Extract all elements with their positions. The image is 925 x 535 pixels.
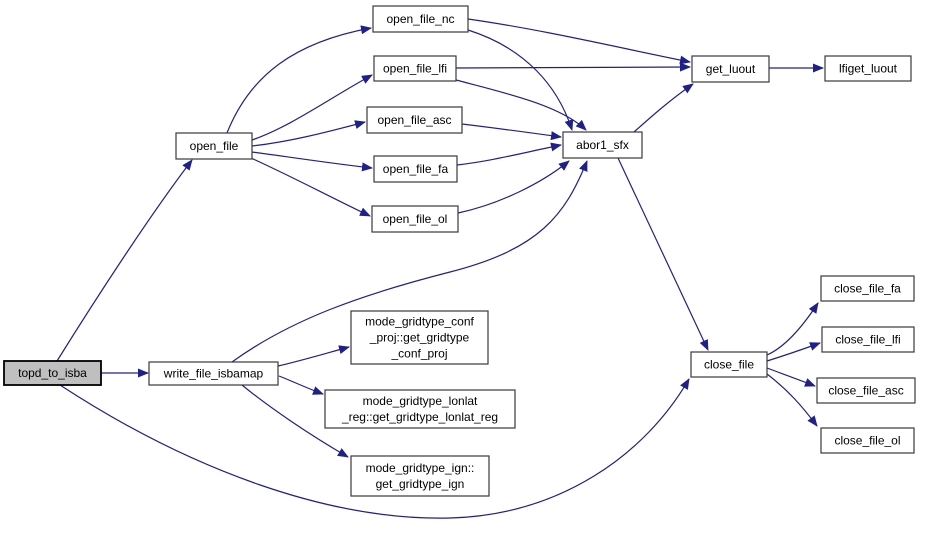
- edge-abor1_sfx--close_file: [617, 157, 709, 351]
- edge-abor1_sfx--get_luout: [633, 83, 694, 133]
- node-open_file_fa[interactable]: open_file_fa: [373, 155, 458, 183]
- node-label-mode_gridtype_conf_proj_get_gridtype_conf_proj-line1: mode_gridtype_conf: [365, 315, 474, 329]
- node-box-write_file_isbamap: [148, 361, 279, 386]
- node-open_file_lfi[interactable]: open_file_lfi: [373, 55, 457, 82]
- edge-open_file_fa--abor1_sfx: [456, 142, 562, 166]
- node-box-close_file_asc: [816, 377, 916, 404]
- node-label-open_file: open_file: [190, 139, 239, 153]
- node-label-close_file_ol: close_file_ol: [834, 434, 900, 448]
- node-box-abor1_sfx: [562, 131, 643, 159]
- edge-close_file--close_file_ol: [766, 373, 818, 427]
- node-box-open_file_ol: [371, 205, 459, 233]
- node-close_file_ol[interactable]: close_file_ol: [820, 427, 915, 454]
- node-box-mode_gridtype_ign_get_gridtype_ign: [350, 455, 490, 497]
- node-close_file_lfi[interactable]: close_file_lfi: [821, 326, 915, 353]
- node-box-close_file_ol: [820, 427, 915, 454]
- edge-open_file_lfi--get_luout: [455, 62, 691, 72]
- node-label-mode_gridtype_conf_proj_get_gridtype_conf_proj-line3: _conf_proj: [390, 347, 447, 361]
- node-box-open_file_lfi: [373, 55, 457, 82]
- node-label-mode_gridtype_ign_get_gridtype_ign-line1: mode_gridtype_ign::: [366, 461, 475, 475]
- node-box-close_file: [690, 351, 768, 378]
- edge-close_file--close_file_asc: [766, 367, 816, 387]
- node-lfiget_luout[interactable]: lfiget_luout: [824, 55, 912, 82]
- node-open_file_asc[interactable]: open_file_asc: [366, 106, 463, 134]
- node-close_file[interactable]: close_file: [690, 351, 768, 378]
- node-label-open_file_lfi: open_file_lfi: [383, 62, 447, 76]
- edge-open_file--open_file_asc: [251, 120, 366, 147]
- node-box-open_file_nc: [372, 5, 469, 33]
- node-label-close_file: close_file: [704, 358, 754, 372]
- node-label-close_file_fa: close_file_fa: [834, 282, 901, 296]
- node-label-mode_gridtype_ign_get_gridtype_ign-line2: get_gridtype_ign: [376, 477, 465, 491]
- node-box-get_luout: [691, 55, 770, 83]
- node-box-open_file_asc: [366, 106, 463, 134]
- edge-close_file--close_file_fa: [766, 302, 819, 356]
- edge-open_file--open_file_ol: [250, 157, 371, 217]
- node-label-mode_gridtype_lonlat_reg_get_gridtype_lonlat_reg-line1: mode_gridtype_lonlat: [363, 394, 478, 408]
- node-label-topd_to_isba: topd_to_isba: [18, 366, 87, 380]
- edge-open_file_lfi--abor1_sfx: [455, 79, 587, 131]
- node-label-open_file_nc: open_file_nc: [386, 12, 454, 26]
- node-box-close_file_lfi: [821, 326, 915, 353]
- node-label-lfiget_luout: lfiget_luout: [839, 62, 898, 76]
- node-label-close_file_asc: close_file_asc: [828, 384, 903, 398]
- node-label-write_file_isbamap: write_file_isbamap: [163, 367, 264, 381]
- node-label-mode_gridtype_lonlat_reg_get_gridtype_lonlat_reg-line2: _reg::get_gridtype_lonlat_reg: [341, 410, 498, 424]
- node-box-topd_to_isba: [3, 360, 102, 386]
- edge-write_file_isbamap--mode_gridtype_conf_proj_get_gridtype_conf_proj: [277, 345, 350, 367]
- edge-write_file_isbamap--mode_gridtype_lonlat_reg_get_gridtype_lonlat_reg: [278, 375, 324, 395]
- node-label-get_luout: get_luout: [706, 62, 756, 76]
- node-mode_gridtype_conf_proj_get_gridtype_conf_proj[interactable]: mode_gridtype_conf_proj::get_gridtype_co…: [350, 310, 489, 365]
- node-mode_gridtype_lonlat_reg_get_gridtype_lonlat_reg[interactable]: mode_gridtype_lonlat_reg::get_gridtype_l…: [324, 389, 516, 429]
- node-get_luout[interactable]: get_luout: [691, 55, 770, 83]
- node-box-mode_gridtype_conf_proj_get_gridtype_conf_proj: [350, 310, 489, 365]
- edge-write_file_isbamap--mode_gridtype_ign_get_gridtype_ign: [241, 384, 349, 458]
- node-mode_gridtype_ign_get_gridtype_ign[interactable]: mode_gridtype_ign::get_gridtype_ign: [350, 455, 490, 497]
- edge-open_file_nc--get_luout: [467, 18, 691, 65]
- node-label-open_file_fa: open_file_fa: [383, 162, 449, 176]
- node-label-close_file_lfi: close_file_lfi: [835, 333, 900, 347]
- node-label-abor1_sfx: abor1_sfx: [576, 138, 629, 152]
- node-label-open_file_ol: open_file_ol: [383, 212, 448, 226]
- edge-topd_to_isba--open_file: [56, 159, 193, 362]
- edge-open_file_ol--abor1_sfx: [457, 160, 570, 214]
- edge-open_file_nc--abor1_sfx: [467, 29, 574, 131]
- node-box-mode_gridtype_lonlat_reg_get_gridtype_lonlat_reg: [324, 389, 516, 429]
- node-topd_to_isba[interactable]: topd_to_isba: [3, 360, 102, 386]
- node-box-open_file_fa: [373, 155, 458, 183]
- node-box-lfiget_luout: [824, 55, 912, 82]
- edge-open_file--open_file_fa: [251, 151, 373, 172]
- node-close_file_fa[interactable]: close_file_fa: [820, 275, 915, 302]
- edge-topd_to_isba--close_file: [59, 378, 690, 519]
- node-open_file_ol[interactable]: open_file_ol: [371, 205, 459, 233]
- node-label-mode_gridtype_conf_proj_get_gridtype_conf_proj-line2: _proj::get_gridtype: [369, 331, 470, 345]
- node-abor1_sfx[interactable]: abor1_sfx: [562, 131, 643, 159]
- edge-open_file_asc--abor1_sfx: [461, 123, 562, 141]
- node-box-open_file: [175, 132, 253, 160]
- node-close_file_asc[interactable]: close_file_asc: [816, 377, 916, 404]
- node-open_file_nc[interactable]: open_file_nc: [372, 5, 469, 33]
- node-write_file_isbamap[interactable]: write_file_isbamap: [148, 361, 279, 386]
- node-box-close_file_fa: [820, 275, 915, 302]
- edge-write_file_isbamap--abor1_sfx: [231, 160, 588, 363]
- edge-close_file--close_file_lfi: [766, 342, 821, 362]
- node-label-open_file_asc: open_file_asc: [377, 113, 451, 127]
- edge-open_file--open_file_lfi: [251, 74, 373, 141]
- node-open_file[interactable]: open_file: [175, 132, 253, 160]
- edge-open_file--open_file_nc: [226, 25, 372, 134]
